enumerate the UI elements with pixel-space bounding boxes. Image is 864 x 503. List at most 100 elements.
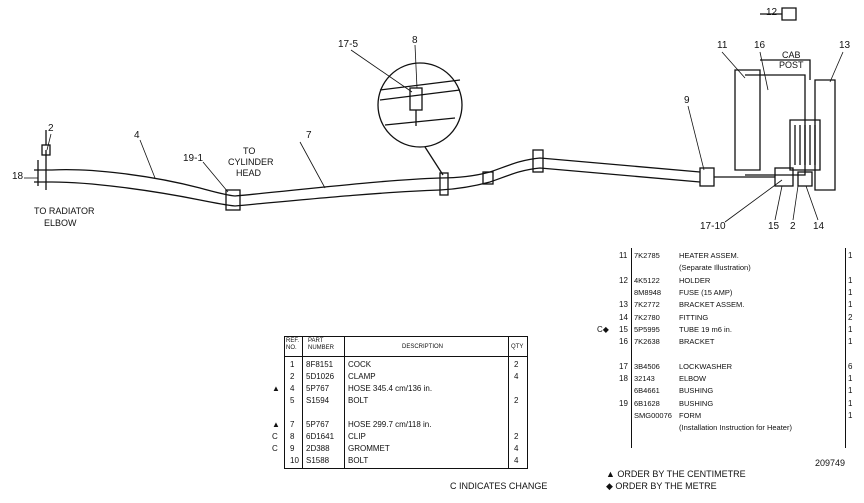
row-mark: C — [272, 432, 278, 441]
row-ref: 10 — [290, 456, 299, 465]
note-cylinder-line1: TO — [243, 146, 256, 156]
row-mark: ▲ — [272, 384, 280, 393]
row-mark: ▲ — [272, 420, 280, 429]
detail-clip — [409, 87, 423, 111]
row-part-number: 8F8151 — [306, 360, 334, 369]
legend-metre: ◆ ORDER BY THE METRE — [606, 481, 717, 491]
row-description: TUBE 19 m6 in. — [679, 324, 732, 334]
row-description: (Installation Instruction for Heater) — [679, 423, 792, 433]
row-quantity: 1 — [848, 275, 853, 285]
row-ref: 5 — [290, 396, 295, 405]
row-description: ELBOW — [679, 374, 707, 383]
table-row: (Installation Instruction for Heater) — [617, 422, 855, 433]
callout-7: 7 — [306, 130, 312, 141]
row-part-number: 4K5122 — [634, 275, 660, 285]
clamp-19-1 — [225, 189, 241, 211]
hose-4-upper — [51, 169, 236, 197]
row-quantity: 4 — [514, 456, 519, 465]
note-cab-line1: CAB — [782, 50, 801, 60]
row-description: BUSHING — [679, 398, 714, 408]
callout-9: 9 — [684, 95, 690, 106]
row-description: GROMMET — [348, 444, 390, 453]
tube-lower — [489, 167, 701, 183]
row-quantity: 1 — [848, 386, 853, 396]
row-quantity: 1 — [848, 300, 853, 310]
table-row — [617, 348, 855, 359]
hose-end-fitting — [482, 171, 494, 185]
callout-12: 12 — [766, 7, 778, 18]
heater-side — [734, 69, 761, 171]
col-ref-header: REF. NO. — [286, 338, 300, 351]
row-quantity: 2 — [848, 312, 853, 322]
row-description: FORM — [679, 410, 702, 420]
row-description: BUSHING — [679, 386, 714, 396]
row-part-number: 3B4506 — [634, 361, 660, 371]
row-description: BRACKET ASSEM. — [679, 300, 745, 310]
row-part-number: 5P767 — [306, 384, 330, 393]
row-part-number: 5P767 — [306, 420, 330, 429]
callout-11: 11 — [717, 40, 728, 51]
row-part-number: 7K2638 — [634, 337, 660, 347]
row-description: HEATER ASSEM. — [679, 251, 739, 260]
row-ref: 17 — [619, 361, 628, 371]
callout-16: 16 — [754, 40, 766, 51]
row-ref: 7 — [290, 420, 295, 429]
row-quantity: 4 — [514, 444, 519, 453]
row-ref: 15 — [619, 324, 628, 334]
row-description: BRACKET — [679, 337, 715, 347]
row-ref: 13 — [619, 300, 628, 310]
callout-17-5: 17-5 — [338, 39, 359, 50]
row-description: CLIP — [348, 432, 366, 441]
row-ref: 2 — [290, 372, 295, 381]
callout-8: 8 — [412, 35, 418, 46]
note-cylinder-line3: HEAD — [236, 168, 262, 178]
grommet-fitting — [532, 149, 544, 173]
table-row: 14 7K2780 FITTING 2 — [617, 312, 855, 323]
note-cab-line2: POST — [779, 60, 804, 70]
table-row: (Separate Illustration) — [617, 262, 855, 273]
col-part-header: PART NUMBER — [308, 338, 335, 351]
row-ref: 12 — [619, 275, 628, 285]
row-part-number: 7K2772 — [634, 300, 660, 310]
document-number: 209749 — [815, 458, 846, 468]
row-quantity: 1 — [848, 398, 853, 408]
fitting-14 — [797, 171, 813, 187]
row-part-number: 7K2780 — [634, 312, 660, 322]
row-ref: 8 — [290, 432, 295, 441]
row-description: BOLT — [348, 456, 369, 465]
row-description: HOSE 345.4 cm/136 in. — [348, 384, 433, 393]
heater-body — [745, 74, 806, 176]
table-row: 13 7K2772 BRACKET ASSEM. 1 — [617, 299, 855, 310]
row-quantity: 2 — [514, 360, 519, 369]
row-description: FITTING — [679, 312, 709, 322]
row-quantity: 1 — [848, 287, 853, 297]
detail-lines — [379, 79, 461, 126]
row-description: COCK — [348, 360, 372, 369]
callout-2-right: 2 — [790, 221, 796, 232]
row-part-number: 32143 — [634, 374, 655, 383]
row-part-number: 6D1641 — [306, 432, 335, 441]
row-ref: 14 — [619, 312, 628, 322]
row-part-number: 8M8948 — [634, 287, 662, 297]
row-description: (Separate Illustration) — [679, 263, 751, 273]
bracket-13 — [814, 79, 836, 191]
row-part-number: SMG00076 — [634, 410, 672, 420]
tube-upper — [489, 157, 701, 173]
row-mark: C◆ — [597, 324, 609, 334]
row-ref: 4 — [290, 384, 295, 393]
row-description: FUSE (15 AMP) — [679, 287, 733, 297]
row-description: BOLT — [348, 396, 369, 405]
